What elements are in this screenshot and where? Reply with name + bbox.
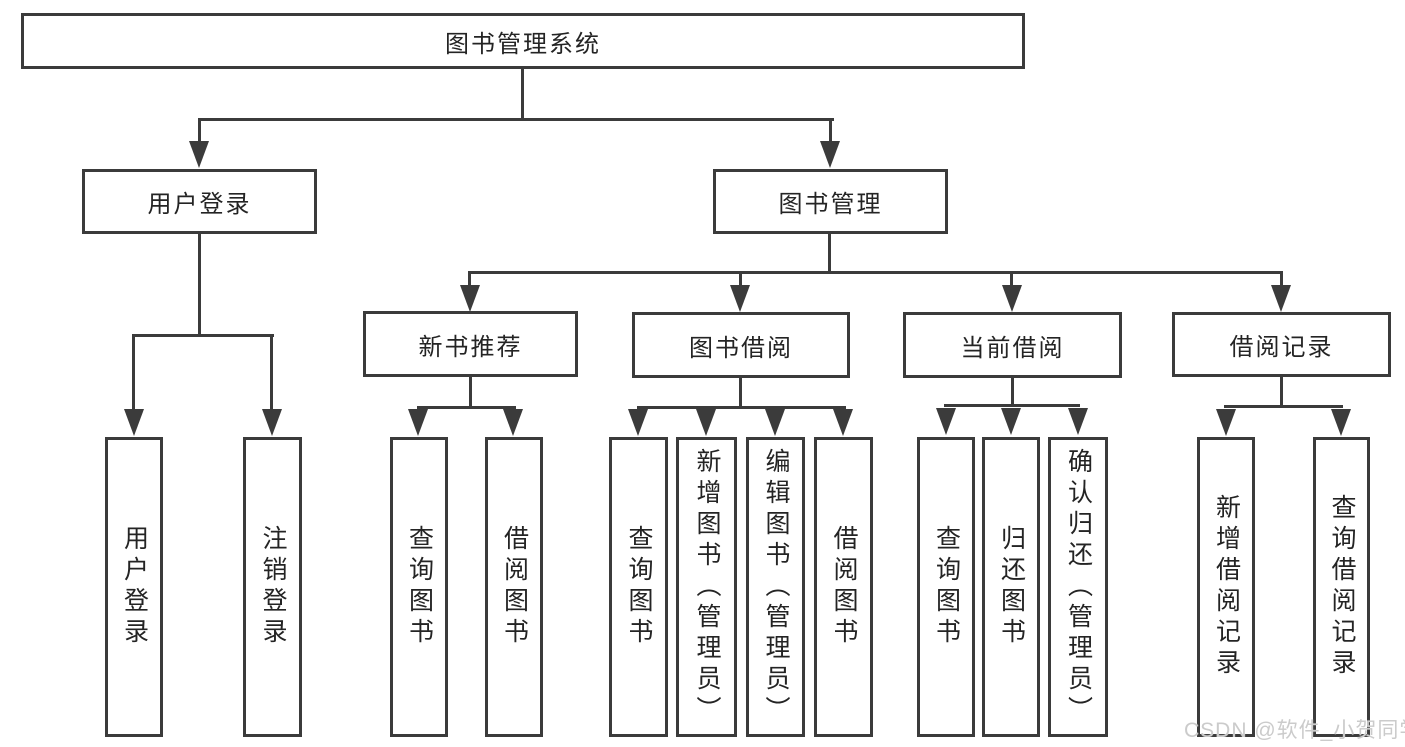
leaf-borrow-add-books-admin-label: 新增图书（管理员） [693,447,721,727]
arrowhead-to-currentborrow [1002,285,1022,312]
leaf-newbook-borrow-books-label: 借阅图书 [500,525,529,649]
connector-root-horizontal [198,118,834,121]
leaf-record-add-borrow-record-label: 新增借阅记录 [1212,494,1241,680]
leaf-current-query-books: 查询图书 [917,437,975,737]
connector-root-vertical [521,66,524,121]
node-user-login-label: 用户登录 [147,191,252,218]
node-current-borrow: 当前借阅 [903,312,1122,378]
arrowhead-to-bb-add [696,409,716,436]
leaf-record-add-borrow-record: 新增借阅记录 [1197,437,1255,737]
arrowhead-to-cb-confirm [1068,408,1088,435]
leaf-current-return-books-label: 归还图书 [997,525,1026,649]
node-new-book-recommend: 新书推荐 [363,311,578,377]
arrowhead-to-bb-edit [765,409,785,436]
arrowhead-to-bb-query [628,409,648,436]
connector-currentborrow-vertical2 [1011,378,1014,407]
leaf-borrow-edit-books-admin-label: 编辑图书（管理员） [762,447,790,727]
connector-root-right-stub [829,119,832,144]
node-borrow-records: 借阅记录 [1172,312,1391,377]
arrowhead-to-user-login [189,141,209,168]
leaf-newbook-borrow-books: 借阅图书 [485,437,543,737]
connector-bookborrow-stub [739,272,742,288]
node-book-management: 图书管理 [713,169,948,234]
leaf-borrow-borrow-books-label: 借阅图书 [830,525,858,649]
csdn-watermark: CSDN @软件_小贺同学 [1184,719,1405,742]
leaf-record-query-borrow-record: 查询借阅记录 [1313,437,1370,737]
leaf-newbook-query-books: 查询图书 [390,437,448,737]
leaf-record-query-borrow-record-label: 查询借阅记录 [1328,494,1356,680]
leaf-current-return-books: 归还图书 [982,437,1040,737]
arrowhead-to-nb-query [408,409,428,436]
connector-currentborrow-horizontal2 [944,404,1080,407]
arrowhead-to-logout [262,409,282,436]
leaf-borrow-query-books-label: 查询图书 [625,525,653,649]
node-library-system-label: 图书管理系统 [445,30,601,58]
connector-borrowrecord-vertical2 [1280,377,1283,408]
connector-bookmgmt-vertical [828,233,831,274]
arrowhead-to-login [124,409,144,436]
arrowhead-to-bookborrow [730,285,750,312]
connector-borrowrecord-stub [1280,272,1283,288]
leaf-current-query-books-label: 查询图书 [932,525,961,649]
leaf-borrow-add-books-admin: 新增图书（管理员） [676,437,737,737]
leaf-current-confirm-return-admin: 确认归还（管理员） [1048,437,1108,737]
connector-userlogin-vertical [198,233,201,337]
connector-bookmgmt-horizontal [468,271,1283,274]
arrowhead-to-newbook [460,285,480,312]
node-book-management-label: 图书管理 [778,191,883,218]
connector-newbook-vertical [469,377,472,409]
leaf-current-confirm-return-admin-label: 确认归还（管理员） [1064,447,1093,727]
node-book-borrow-label: 图书借阅 [689,334,793,362]
leaf-user-login-label: 用户登录 [120,525,149,649]
leaf-logout: 注销登录 [243,437,302,737]
arrowhead-to-br-add [1216,409,1236,436]
connector-login-stub [132,335,135,412]
arrowhead-to-cb-query [936,408,956,435]
connector-borrowrecord-horizontal2 [1224,405,1343,408]
arrowhead-to-nb-borrow [503,409,523,436]
node-borrow-records-label: 借阅记录 [1229,334,1334,361]
node-new-book-recommend-label: 新书推荐 [418,333,523,361]
arrowhead-to-cb-return [1001,408,1021,435]
node-user-login: 用户登录 [82,169,317,234]
connector-currentborrow-stub [1010,272,1013,288]
leaf-borrow-query-books: 查询图书 [609,437,668,737]
arrowhead-to-book-management [820,141,840,168]
connector-userlogin-horizontal [132,334,274,337]
connector-bookborrow-vertical2 [739,378,742,409]
connector-root-left-stub [198,119,201,144]
connector-newbook-horizontal [417,406,516,409]
connector-newbook-stub [468,272,471,288]
leaf-borrow-borrow-books: 借阅图书 [814,437,873,737]
connector-bookborrow-horizontal2 [637,406,846,409]
arrowhead-to-bb-borrow [833,409,853,436]
node-current-borrow-label: 当前借阅 [960,334,1065,362]
leaf-logout-label: 注销登录 [259,525,287,649]
leaf-user-login: 用户登录 [105,437,163,737]
arrowhead-to-borrowrecord [1271,285,1291,312]
leaf-newbook-query-books-label: 查询图书 [405,525,434,649]
connector-logout-stub [270,335,273,412]
leaf-borrow-edit-books-admin: 编辑图书（管理员） [746,437,805,737]
arrowhead-to-br-query [1331,409,1351,436]
node-library-system: 图书管理系统 [21,13,1025,69]
node-book-borrow: 图书借阅 [632,312,850,378]
